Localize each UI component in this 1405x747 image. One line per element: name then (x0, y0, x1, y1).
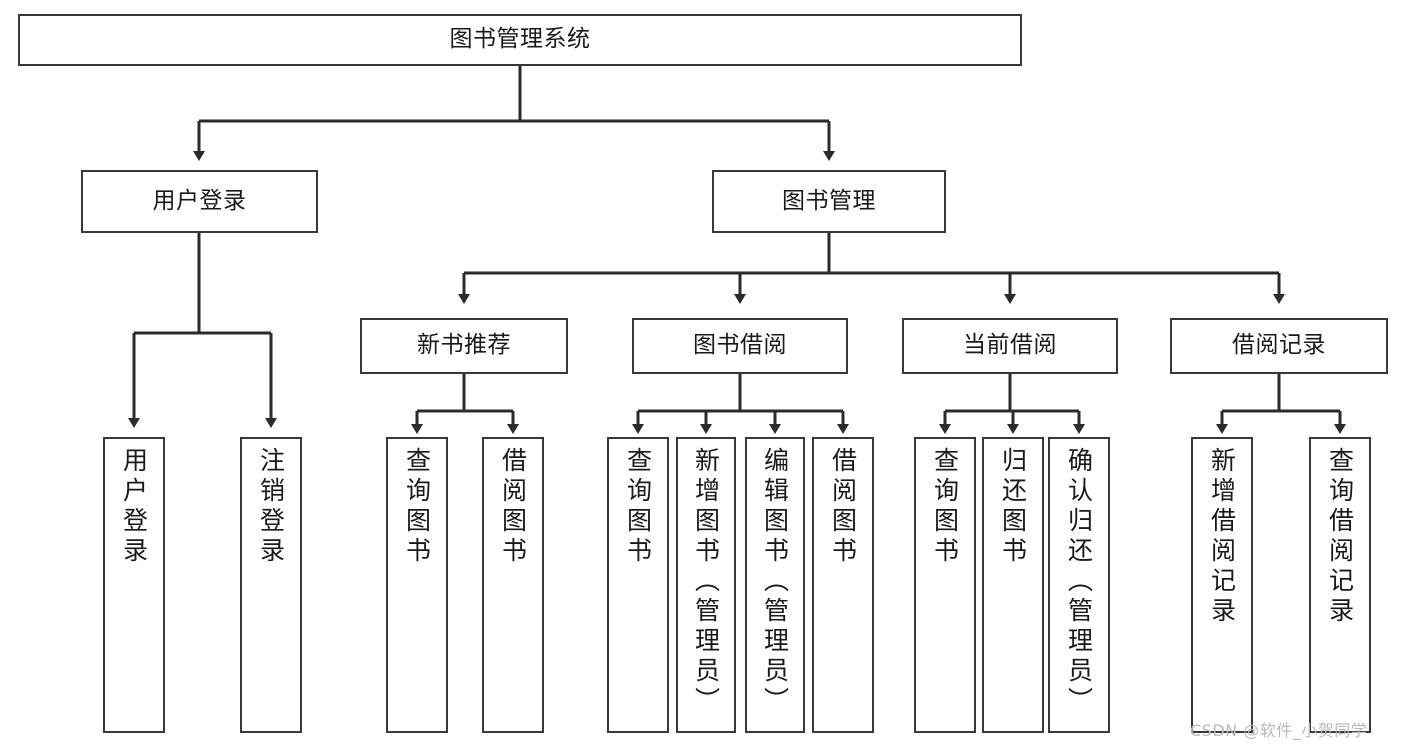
watermark-text: CSDN @软件_小贺同学 (1190, 721, 1368, 740)
node-leaf-query-book-3[interactable]: 查询图书 (914, 437, 976, 733)
node-label: 借阅图书 (828, 447, 858, 567)
node-label: 借阅记录 (1232, 332, 1326, 359)
node-user-login[interactable]: 用户登录 (81, 170, 318, 233)
node-label: 新增借阅记录 (1207, 447, 1237, 627)
node-label: 新书推荐 (417, 332, 511, 359)
node-current-borrow[interactable]: 当前借阅 (902, 318, 1118, 374)
node-leaf-edit-book[interactable]: 编辑图书（管理员） (745, 437, 805, 733)
node-leaf-query-book-2[interactable]: 查询图书 (607, 437, 669, 733)
node-leaf-query-record[interactable]: 查询借阅记录 (1309, 437, 1371, 733)
node-root-system[interactable]: 图书管理系统 (18, 14, 1022, 66)
node-leaf-user-login[interactable]: 用户登录 (103, 437, 165, 733)
node-leaf-confirm-return[interactable]: 确认归还（管理员） (1048, 437, 1110, 733)
node-label: 查询图书 (623, 447, 653, 567)
node-leaf-user-logout[interactable]: 注销登录 (240, 437, 302, 733)
node-leaf-add-record[interactable]: 新增借阅记录 (1191, 437, 1253, 733)
node-leaf-add-book[interactable]: 新增图书（管理员） (676, 437, 736, 733)
node-label: 编辑图书（管理员） (760, 447, 790, 717)
node-label: 确认归还（管理员） (1064, 447, 1094, 717)
node-book-management[interactable]: 图书管理 (712, 170, 946, 233)
node-label: 用户登录 (119, 447, 149, 567)
node-label: 用户登录 (152, 187, 247, 214)
node-label: 当前借阅 (963, 332, 1057, 359)
node-label: 归还图书 (998, 447, 1028, 567)
node-label: 借阅图书 (498, 447, 528, 567)
node-label: 图书管理系统 (449, 26, 591, 53)
node-label: 新增图书（管理员） (691, 447, 721, 717)
node-leaf-borrow-book-1[interactable]: 借阅图书 (482, 437, 544, 733)
node-label: 图书管理 (782, 187, 876, 214)
node-leaf-query-book-1[interactable]: 查询图书 (386, 437, 448, 733)
node-label: 注销登录 (256, 447, 286, 567)
node-label: 图书借阅 (693, 332, 787, 359)
node-leaf-borrow-book-2[interactable]: 借阅图书 (812, 437, 874, 733)
node-borrow-record[interactable]: 借阅记录 (1170, 318, 1388, 374)
node-label: 查询图书 (930, 447, 960, 567)
node-book-borrow[interactable]: 图书借阅 (632, 318, 848, 374)
node-leaf-return-book[interactable]: 归还图书 (982, 437, 1044, 733)
node-label: 查询借阅记录 (1325, 447, 1355, 627)
node-new-book-recommend[interactable]: 新书推荐 (360, 318, 568, 374)
node-label: 查询图书 (402, 447, 432, 567)
